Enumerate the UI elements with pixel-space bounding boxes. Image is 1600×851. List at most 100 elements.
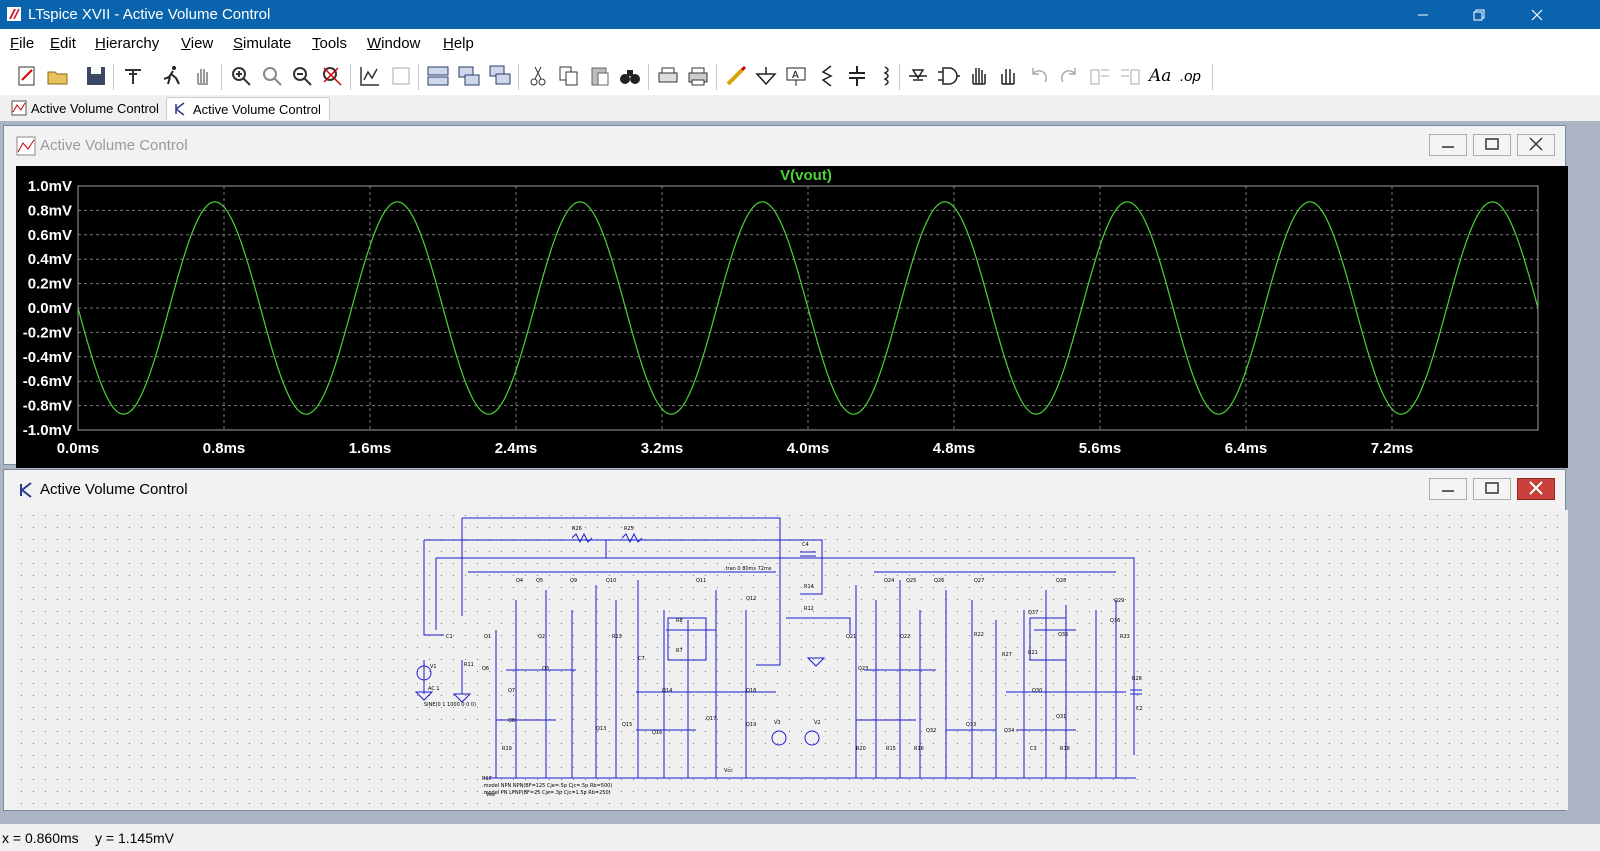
save-button[interactable] (84, 64, 108, 88)
schematic-maximize-button[interactable] (1473, 478, 1511, 500)
tab-schematic[interactable]: Active Volume Control (166, 97, 330, 120)
schematic-label: R22 (974, 632, 984, 638)
schematic-label: C7 (638, 656, 645, 662)
cut-button[interactable] (526, 64, 550, 88)
autorange-button[interactable] (358, 64, 382, 88)
minimize-icon (1442, 146, 1454, 148)
schematic-close-button[interactable] (1517, 478, 1555, 500)
zoom-out-icon (293, 67, 312, 86)
rotate-button[interactable] (1088, 64, 1112, 88)
menu-file[interactable]: File (10, 35, 35, 52)
print-button[interactable] (686, 64, 710, 88)
ground-button[interactable] (754, 64, 778, 88)
print-setup-button[interactable] (656, 64, 680, 88)
inductor-icon (883, 66, 889, 86)
waveform-chart[interactable]: V(vout) 1.0mV0.8mV0.6mV0.4mV0.2mV0.0mV-0… (16, 166, 1568, 468)
tab-waveform[interactable]: Active Volume Control (6, 97, 164, 119)
waveform-button[interactable] (389, 64, 413, 88)
diode-button[interactable] (906, 64, 930, 88)
x-tick-label: 0.0ms (57, 440, 100, 457)
paste-icon (591, 67, 609, 86)
menu-help[interactable]: Help (443, 35, 474, 52)
tile-horizontal-button[interactable] (426, 64, 450, 88)
print-setup-icon (658, 67, 678, 83)
menu-tools[interactable]: Tools (312, 35, 348, 52)
menu-hierarchy[interactable]: Hierarchy (95, 35, 160, 52)
toolbar-separator (1212, 64, 1213, 90)
schematic-minimize-button[interactable] (1429, 478, 1467, 500)
menu-simulate[interactable]: Simulate (233, 35, 292, 52)
menu-window[interactable]: Window (367, 35, 421, 52)
copy-button[interactable] (557, 64, 581, 88)
menu-edit[interactable]: Edit (50, 35, 76, 52)
trace-label[interactable]: V(vout) (780, 167, 832, 184)
schematic-label: R25 (624, 526, 634, 532)
open-button[interactable] (46, 64, 70, 88)
inductor-button[interactable] (875, 64, 899, 88)
text-button[interactable]: Aa (1148, 64, 1172, 88)
schematic-label: C1 (446, 634, 453, 640)
paste-button[interactable] (588, 64, 612, 88)
toolbar-separator (648, 64, 649, 90)
draw-wire-button[interactable] (724, 64, 748, 88)
new-schematic-button[interactable] (15, 64, 39, 88)
schematic-tab-icon (174, 102, 185, 116)
component-button[interactable] (936, 64, 960, 88)
resistor-button[interactable] (815, 64, 839, 88)
y-tick-label: 0.2mV (28, 276, 72, 293)
schematic-label: Q12 (746, 596, 756, 602)
spice-directive-button[interactable]: .op (1178, 64, 1202, 88)
move-button[interactable] (966, 64, 990, 88)
waveform-close-button[interactable] (1517, 134, 1555, 156)
autorange-icon (360, 67, 379, 86)
waveform-icon (392, 67, 410, 85)
cascade-button[interactable] (488, 64, 512, 88)
schematic-label: Q28 (1056, 578, 1066, 584)
zoom-cancel-button[interactable] (320, 64, 344, 88)
x-tick-label: 2.4ms (495, 440, 538, 457)
halt-button[interactable] (191, 64, 215, 88)
tile-vertical-button[interactable] (457, 64, 481, 88)
capacitor-button[interactable] (845, 64, 869, 88)
rotate-icon (1090, 69, 1109, 85)
status-bar: x = 0.860ms y = 1.145mV (0, 826, 1600, 851)
menu-view[interactable]: View (181, 35, 214, 52)
x-tick-label: 4.0ms (787, 440, 830, 457)
y-tick-label: 0.0mV (28, 300, 72, 317)
restore-button[interactable] (1456, 0, 1502, 29)
schematic-label: Q27 (974, 578, 984, 584)
toolbar-separator (716, 64, 717, 90)
schematic-label: R8 (676, 618, 683, 624)
zoom-to-fit-button[interactable] (260, 64, 284, 88)
trace-vout[interactable] (77, 201, 1539, 415)
drag-button[interactable] (996, 64, 1020, 88)
control-panel-button[interactable] (121, 64, 145, 88)
halt-icon (197, 69, 208, 85)
redo-button[interactable] (1057, 64, 1081, 88)
schematic-grid (16, 510, 1568, 810)
x-tick-label: 1.6ms (349, 440, 392, 457)
find-button[interactable] (618, 64, 642, 88)
zoom-in-button[interactable] (229, 64, 253, 88)
waveform-minimize-button[interactable] (1429, 134, 1467, 156)
waveform-maximize-button[interactable] (1473, 134, 1511, 156)
close-button[interactable] (1514, 0, 1560, 29)
draw-wire-icon (726, 65, 747, 86)
schematic-label: Q5 (536, 578, 543, 584)
zoom-cancel-icon (323, 67, 342, 86)
run-button[interactable] (160, 64, 184, 88)
zoom-out-button[interactable] (290, 64, 314, 88)
close-icon (1531, 9, 1543, 20)
mirror-button[interactable] (1118, 64, 1142, 88)
schematic-label: Q22 (900, 634, 910, 640)
schematic-label: R27 (1002, 652, 1012, 658)
label-net-button[interactable]: A (784, 64, 808, 88)
minimize-button[interactable] (1400, 0, 1446, 29)
find-icon (620, 70, 640, 84)
undo-button[interactable] (1027, 64, 1051, 88)
cascade-icon (489, 65, 511, 85)
